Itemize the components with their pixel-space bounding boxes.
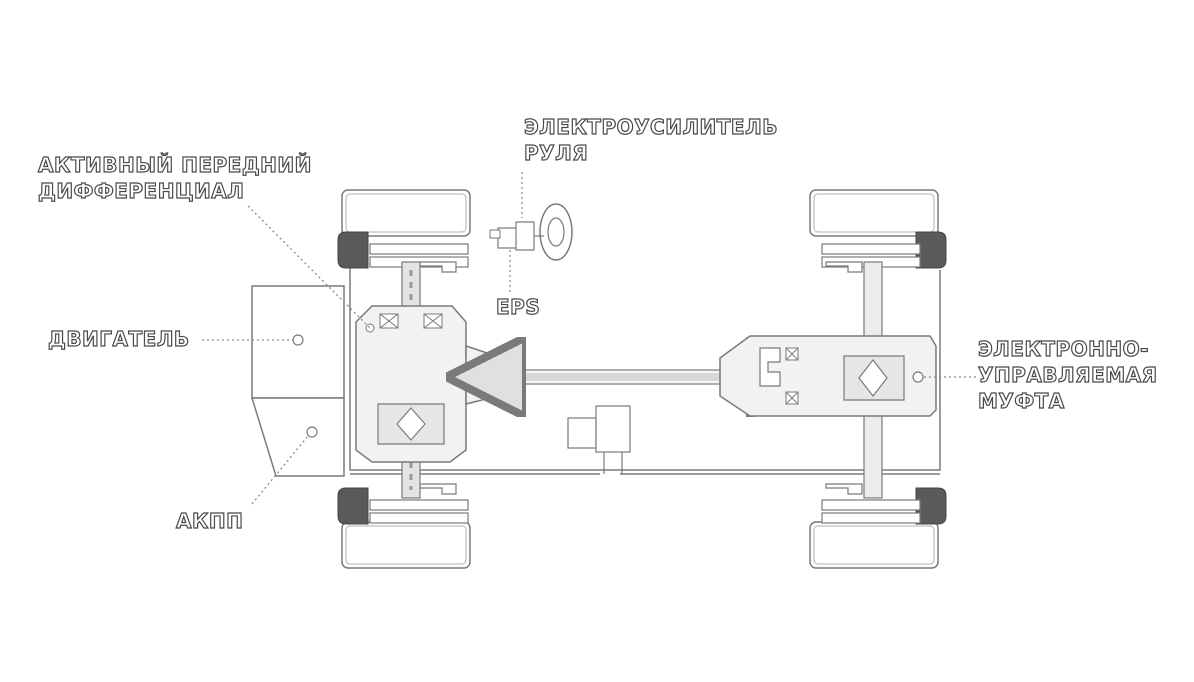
label-line: EPS: [495, 294, 541, 319]
label-line: АКПП: [175, 508, 244, 533]
label-eps: EPS: [495, 294, 541, 320]
control-unit: [567, 405, 631, 474]
rear-left-wheel: [809, 189, 947, 273]
label-active-front-differential: АКТИВНЫЙ ПЕРЕДНИЙ ДИФФЕРЕНЦИАЛ: [37, 152, 312, 204]
label-line: ДИФФЕРЕНЦИАЛ: [37, 178, 245, 203]
label-line: ЭЛЕКТРОННО-: [977, 336, 1149, 361]
label-transmission: АКПП: [175, 508, 244, 534]
rear-right-wheel: [809, 483, 947, 569]
engine-block: [251, 285, 345, 399]
rear-coupling: [719, 335, 937, 417]
label-line: ДВИГАТЕЛЬ: [47, 326, 190, 351]
label-line: РУЛЯ: [523, 140, 589, 165]
front-left-wheel: [337, 189, 471, 273]
label-electric-power-steering: ЭЛЕКТРОУСИЛИТЕЛЬ РУЛЯ: [523, 114, 778, 166]
label-line: МУФТА: [977, 388, 1065, 413]
label-electronic-coupling: ЭЛЕКТРОННО- УПРАВЛЯЕМАЯ МУФТА: [977, 336, 1158, 414]
steering-assembly: [489, 203, 573, 261]
label-line: АКТИВНЫЙ ПЕРЕДНИЙ: [37, 152, 312, 177]
front-differential: [355, 305, 515, 463]
label-line: УПРАВЛЯЕМАЯ: [977, 362, 1158, 387]
transmission-block: [250, 397, 345, 477]
label-line: ЭЛЕКТРОУСИЛИТЕЛЬ: [523, 114, 778, 139]
chassis-frame: [349, 260, 941, 475]
front-right-wheel: [337, 483, 471, 569]
leader-lines: [202, 172, 976, 505]
label-engine: ДВИГАТЕЛЬ: [47, 326, 190, 352]
